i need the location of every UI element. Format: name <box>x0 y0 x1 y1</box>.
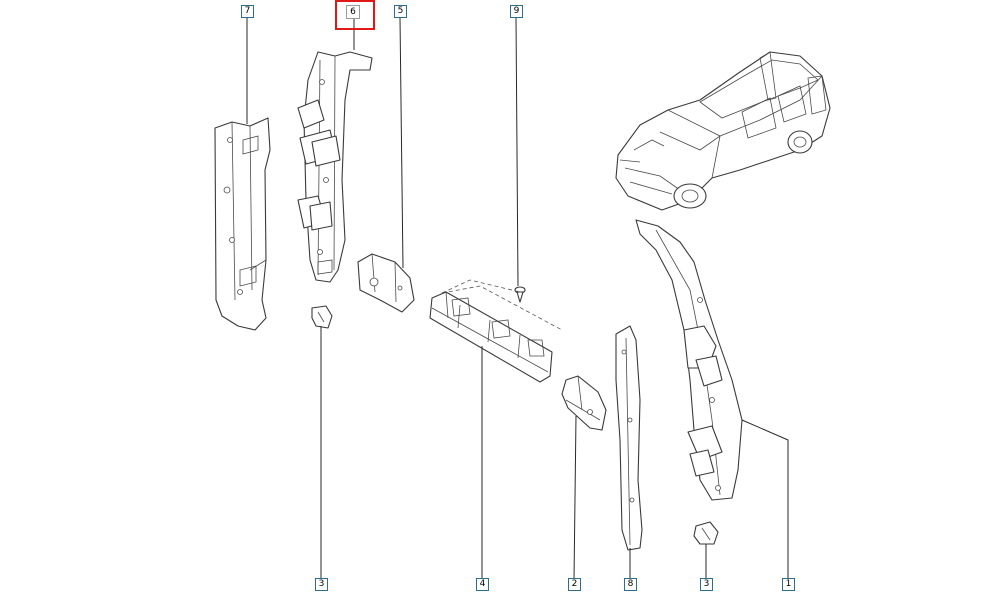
callout-9[interactable]: 9 <box>510 5 523 18</box>
car-overview-illustration <box>615 51 831 211</box>
selected-part-highlight <box>335 0 375 30</box>
part-3-clip-left <box>311 305 333 329</box>
callout-4[interactable]: 4 <box>476 578 489 591</box>
callout-1[interactable]: 1 <box>782 578 795 591</box>
part-5-bracket <box>357 253 415 313</box>
part-2-bracket <box>561 375 607 431</box>
callout-2[interactable]: 2 <box>568 578 581 591</box>
part-8-pillar-strip <box>615 325 643 551</box>
callout-3-right[interactable]: 3 <box>700 578 713 591</box>
part-3-clip-right <box>693 521 719 545</box>
callout-7[interactable]: 7 <box>241 5 254 18</box>
part-7-pillar-panel <box>214 117 271 331</box>
callout-8[interactable]: 8 <box>624 578 637 591</box>
leader-lines <box>246 17 789 581</box>
part-6-pillar-reinforcement <box>297 51 373 283</box>
part-4-cross-member <box>429 279 563 383</box>
callout-5[interactable]: 5 <box>394 5 407 18</box>
part-9-screw <box>514 286 526 303</box>
callout-3-left[interactable]: 3 <box>315 578 328 591</box>
part-1-b-pillar <box>635 219 743 501</box>
callout-6[interactable]: 6 <box>346 5 360 19</box>
